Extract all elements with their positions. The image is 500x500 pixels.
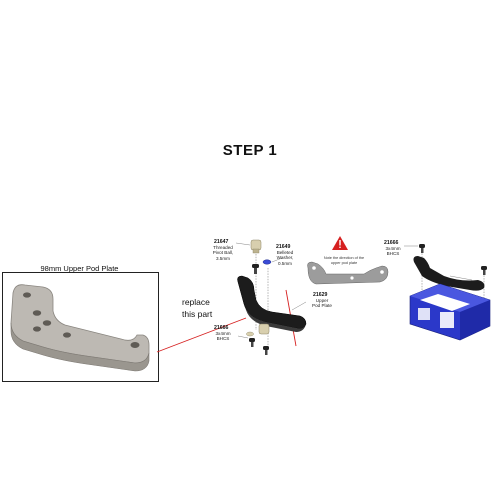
hole-icon: [33, 326, 41, 332]
hole-icon: [23, 292, 31, 298]
reference-plate-icon: [307, 261, 389, 285]
pivot-ball-icon: [250, 239, 262, 254]
pivot-ball-icon: [258, 323, 270, 335]
part-label-washer: Belleted Washer, 0.5mm: [276, 250, 294, 266]
direction-note: Note the direction of the upper pod plat…: [323, 256, 365, 265]
upper-pod-plate-icon: [237, 275, 307, 329]
part-number-bhcs-left: 21666: [214, 325, 229, 331]
part-number-washer: 21649: [276, 244, 291, 250]
callout-line-1: replace: [182, 297, 210, 307]
part-label-bhcs-right: 3x4mm BHCS: [385, 246, 401, 257]
hole-icon: [63, 332, 71, 338]
screw-icon: [481, 266, 487, 275]
screw-icon: [419, 244, 425, 253]
screw-icon: [252, 264, 259, 274]
callout-line-2: this part: [182, 309, 213, 319]
part-label-upper-pod-plate: Upper Pod Plate: [312, 298, 332, 309]
hole-icon: [42, 320, 52, 326]
render-caption: 98mm Upper Pod Plate: [40, 264, 119, 273]
screw-icon: [263, 346, 269, 355]
callout-line: [156, 317, 247, 353]
warning-icon: [332, 236, 348, 250]
part-number-bhcs-right: 21666: [384, 240, 399, 246]
step-title: STEP 1: [222, 142, 278, 159]
render-box: [2, 272, 159, 382]
part-number-pivot-ball: 21647: [214, 239, 229, 245]
hole-icon: [130, 342, 140, 348]
part-number-upper-pod-plate: 21629: [313, 292, 328, 298]
blue-pod-icon: [409, 283, 491, 341]
upper-pod-plate-render: [10, 284, 150, 372]
part-label-bhcs-left: 3x4mm BHCS: [215, 331, 231, 342]
hole-icon: [32, 310, 42, 316]
washer-icon: [262, 259, 272, 265]
upper-pod-plate-icon: [413, 256, 485, 291]
screw-icon: [249, 338, 255, 347]
replace-callout: replace this part: [182, 296, 242, 320]
part-label-pivot-ball: Threaded Pivot Ball, 3.5mm: [212, 245, 234, 261]
